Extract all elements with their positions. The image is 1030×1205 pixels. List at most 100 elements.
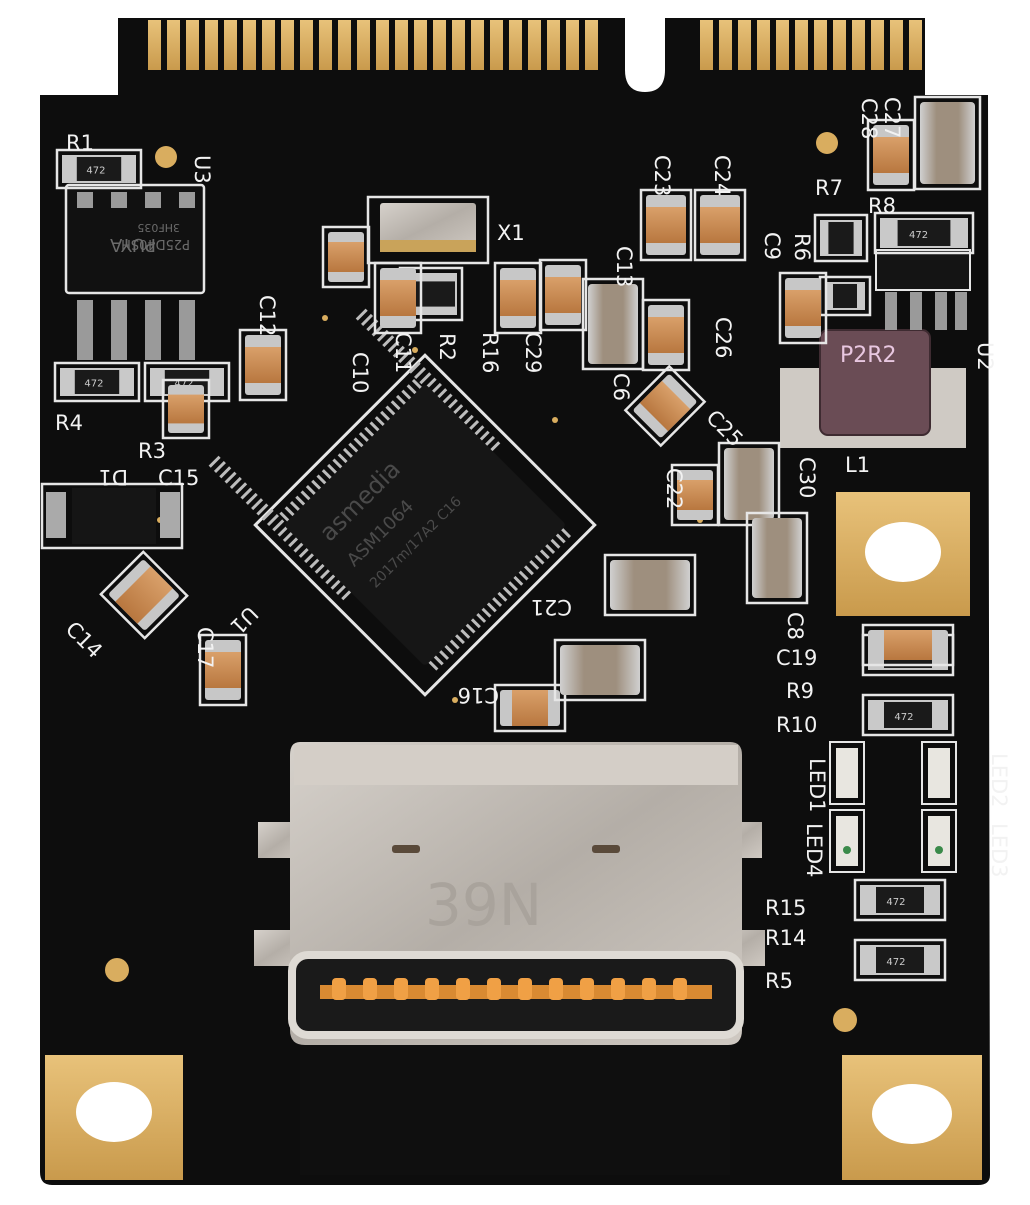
label-c28: C28 [857, 98, 881, 139]
chip-pin [208, 455, 221, 468]
capacitor-large [913, 95, 982, 191]
gold-finger [719, 20, 732, 70]
label-c8: C8 [783, 612, 807, 640]
label-r3: R3 [138, 439, 166, 463]
vias [105, 132, 857, 1032]
gold-finger [471, 20, 484, 70]
gold-finger [167, 20, 180, 70]
svg-text:472: 472 [886, 897, 905, 908]
pcb-board [40, 18, 990, 1185]
capacitor [238, 328, 288, 402]
usb-contact [425, 978, 439, 1000]
mounting-hole-mid-right [836, 492, 970, 616]
led2 [921, 741, 957, 805]
gold-finger [186, 20, 199, 70]
gold-finger [281, 20, 294, 70]
gold-finger [795, 20, 808, 70]
label-c13: C13 [612, 246, 636, 287]
label-c17: C17 [193, 627, 217, 668]
mounting-hole-bottom-left [45, 1055, 183, 1180]
label-r15: R15 [765, 896, 806, 920]
label-r16: R16 [478, 332, 502, 373]
usb-contact [549, 978, 563, 1000]
gold-finger [585, 20, 598, 70]
capacitor-large [581, 277, 645, 371]
chip-pin [382, 335, 395, 348]
chip-pin [398, 351, 411, 364]
capacitor [861, 623, 955, 667]
gold-finger [338, 20, 351, 70]
svg-text:472: 472 [894, 712, 913, 723]
chip-u2 [875, 249, 971, 330]
usb-contact [673, 978, 687, 1000]
label-r1: R1 [66, 131, 94, 155]
chip-pin [235, 482, 248, 495]
capacitor-large [603, 553, 697, 617]
capacitor [623, 364, 707, 448]
usb-contact [518, 978, 532, 1000]
label-c29: C29 [521, 332, 545, 373]
chip-pin [219, 466, 232, 479]
gold-finger [890, 20, 903, 70]
chip-pin [272, 519, 285, 532]
capacitor [321, 225, 371, 289]
label-r10: R10 [776, 713, 817, 737]
capacitor-large [553, 638, 647, 702]
resistor: 472 [853, 878, 947, 922]
leds [829, 741, 957, 873]
gold-finger [509, 20, 522, 70]
usb-contact [611, 978, 625, 1000]
label-r14: R14 [765, 926, 806, 950]
capacitor [373, 261, 423, 335]
gold-finger [376, 20, 389, 70]
label-c27: C27 [880, 97, 904, 138]
capacitor [493, 261, 543, 335]
chip-pin [408, 361, 421, 374]
usb-c-connector: 39N [254, 742, 765, 1175]
capacitor-large [745, 511, 809, 605]
svg-text:472: 472 [174, 378, 193, 389]
gold-finger [319, 20, 332, 70]
capacitor [161, 378, 211, 440]
usb-contact [363, 978, 377, 1000]
label-c19: C19 [776, 646, 817, 670]
chip-pin [387, 340, 400, 353]
gold-finger [395, 20, 408, 70]
chip-pin [245, 492, 258, 505]
capacitor [693, 188, 747, 262]
gold-finger [700, 20, 713, 70]
label-u2: U2 [973, 342, 997, 371]
chip-pin [256, 503, 269, 516]
gold-finger [300, 20, 313, 70]
gold-finger [528, 20, 541, 70]
usb-contact [642, 978, 656, 1000]
gold-finger [224, 20, 237, 70]
gold-finger [833, 20, 846, 70]
chip-pin [251, 498, 264, 511]
mounting-hole-bottom-right [842, 1055, 982, 1180]
usb-contact [332, 978, 346, 1000]
svg-text:472: 472 [909, 230, 928, 241]
svg-text:472: 472 [84, 378, 103, 389]
capacitor [538, 258, 588, 332]
label-led2: LED2 [987, 753, 1011, 808]
resistor: 472 [873, 211, 975, 255]
resistor: 472 [861, 693, 955, 737]
gold-edge-fingers [148, 20, 922, 70]
label-c15: C15 [158, 466, 199, 490]
gold-finger [566, 20, 579, 70]
flash-chip-code: 3HF035 [137, 221, 180, 234]
resistor: 472 [53, 361, 141, 403]
capacitor-large [717, 441, 781, 527]
gold-finger [433, 20, 446, 70]
label-r6: R6 [790, 233, 814, 261]
label-c9: C9 [760, 232, 784, 260]
inductor-l1: P2R2 [780, 329, 966, 448]
flash-chip-brand: PUYA [109, 234, 156, 255]
gold-finger [205, 20, 218, 70]
label-l1: L1 [845, 453, 870, 477]
capacitor [641, 298, 691, 372]
label-c22: C22 [662, 468, 686, 509]
resistor [818, 275, 872, 317]
